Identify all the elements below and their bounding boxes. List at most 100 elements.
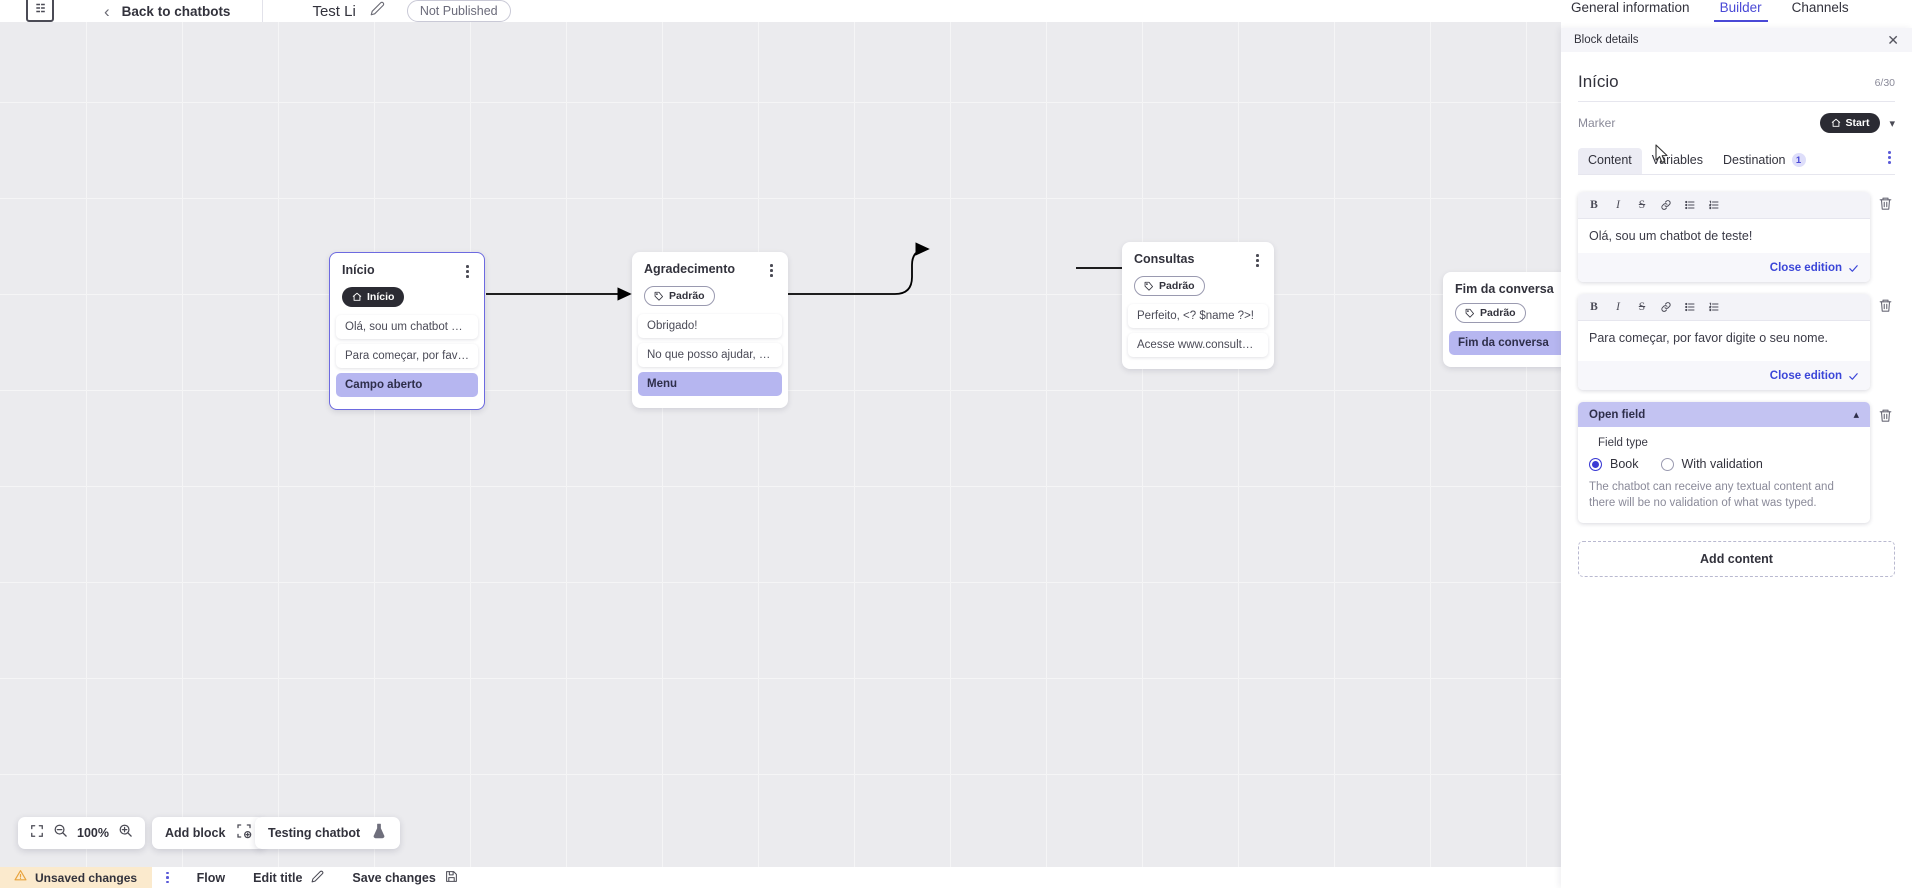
add-content-button[interactable]: Add content xyxy=(1578,541,1895,578)
back-chevron-icon[interactable]: ‹ xyxy=(104,1,110,21)
node-title: Consultas xyxy=(1134,252,1195,266)
status-bar: Unsaved changes Flow Edit title Save cha… xyxy=(0,867,1561,888)
zoom-in-icon[interactable] xyxy=(118,823,133,843)
node-row[interactable]: Obrigado! xyxy=(638,313,782,338)
tab-destination[interactable]: Destination 1 xyxy=(1713,148,1816,174)
add-block-icon xyxy=(236,823,252,844)
save-changes-button[interactable]: Save changes xyxy=(352,870,457,886)
node-tag-label: Início xyxy=(367,290,395,303)
node-row[interactable]: Perfeito, <? $name ?>! xyxy=(1128,303,1268,328)
close-edition-button[interactable]: Close edition xyxy=(1770,370,1859,382)
edit-title-pencil-icon[interactable] xyxy=(370,1,385,21)
radio-book[interactable] xyxy=(1589,457,1602,471)
node-tag-label: Padrão xyxy=(1159,279,1195,292)
content-block: B I S xyxy=(1578,294,1895,390)
strikethrough-icon[interactable]: S xyxy=(1638,199,1646,211)
node-tag-row: Início xyxy=(330,280,484,315)
delete-block-icon[interactable] xyxy=(1878,192,1895,216)
open-field-card: Open field ▴ Field type Book With valida… xyxy=(1578,402,1870,524)
italic-icon[interactable]: I xyxy=(1616,301,1620,313)
pencil-icon xyxy=(311,870,324,886)
close-icon[interactable]: ✕ xyxy=(1887,32,1899,48)
tab-variables[interactable]: Variables xyxy=(1642,148,1713,174)
tab-general-information[interactable]: General information xyxy=(1571,0,1690,15)
edit-title-button[interactable]: Edit title xyxy=(253,870,324,886)
flow-node-inicio[interactable]: Início Início Olá, sou um chatbot de tes… xyxy=(329,252,485,410)
open-field-block: Open field ▴ Field type Book With valida… xyxy=(1578,402,1895,524)
tab-channels[interactable]: Channels xyxy=(1791,0,1849,15)
block-details-panel: Block details ✕ Início 6/30 Marker Start… xyxy=(1561,28,1912,888)
chevron-down-icon[interactable]: ▾ xyxy=(1889,117,1895,130)
node-tag-row: Padrão xyxy=(632,279,788,314)
flow-node-fim-da-conversa[interactable]: Fim da conversa Padrão Fim da conversa xyxy=(1443,272,1561,367)
bold-icon[interactable]: B xyxy=(1590,301,1598,313)
node-menu-icon[interactable] xyxy=(1253,252,1262,269)
radio-with-validation[interactable] xyxy=(1660,457,1674,471)
node-row[interactable]: No que posso ajudar, <? $name ... xyxy=(638,342,782,367)
link-icon[interactable] xyxy=(1656,196,1676,214)
top-divider xyxy=(262,0,263,22)
app-logo-icon[interactable]: ☷ xyxy=(26,0,54,22)
flow-button[interactable]: Flow xyxy=(197,871,225,885)
italic-icon[interactable]: I xyxy=(1616,199,1620,211)
node-row[interactable]: Para começar, por favor digite o ... xyxy=(336,343,478,368)
flow-node-agradecimento[interactable]: Agradecimento Padrão Obrigado! No que po… xyxy=(632,252,788,408)
close-edition-button[interactable]: Close edition xyxy=(1770,262,1859,274)
tab-destination-label: Destination xyxy=(1722,153,1786,167)
delete-block-icon[interactable] xyxy=(1878,294,1895,318)
tab-destination-badge: 1 xyxy=(1791,153,1806,167)
add-block-button[interactable]: Add block xyxy=(152,817,266,849)
bot-title: Test Li xyxy=(312,2,356,20)
strikethrough-icon[interactable]: S xyxy=(1638,301,1646,313)
rte-footer: Close edition xyxy=(1578,361,1870,390)
node-header: Início xyxy=(330,253,484,280)
testing-chatbot-button[interactable]: Testing chatbot xyxy=(255,817,401,849)
flask-icon xyxy=(371,823,387,844)
rich-text-editor[interactable]: B I S xyxy=(1578,294,1870,390)
zoom-out-icon[interactable] xyxy=(53,823,68,843)
bullet-list-icon[interactable] xyxy=(1680,196,1700,214)
home-icon xyxy=(352,292,362,301)
open-field-header[interactable]: Open field ▴ xyxy=(1578,402,1870,427)
open-field-title: Open field xyxy=(1589,408,1646,421)
bullet-list-icon[interactable] xyxy=(1680,298,1700,316)
numbered-list-icon[interactable] xyxy=(1704,196,1724,214)
unsaved-changes-badge: Unsaved changes xyxy=(0,867,153,888)
rte-content[interactable]: Para começar, por favor digite o seu nom… xyxy=(1578,321,1870,361)
fit-screen-icon[interactable] xyxy=(30,824,44,843)
delete-open-field-icon[interactable] xyxy=(1878,402,1895,428)
bold-icon[interactable]: B xyxy=(1590,199,1598,211)
node-row[interactable]: Menu xyxy=(638,371,782,396)
flow-node-consultas[interactable]: Consultas Padrão Perfeito, <? $name ?>! … xyxy=(1122,242,1274,369)
node-row[interactable]: Fim da conversa xyxy=(1449,331,1561,355)
rich-text-editor[interactable]: B I S xyxy=(1578,192,1870,282)
add-content-label: Add content xyxy=(1700,552,1773,567)
node-menu-icon[interactable] xyxy=(767,262,776,279)
back-to-chatbots-link[interactable]: Back to chatbots xyxy=(121,3,231,19)
close-edition-label: Close edition xyxy=(1769,370,1842,382)
node-tag-default: Padrão xyxy=(1455,303,1526,323)
rte-footer: Close edition xyxy=(1578,253,1870,282)
chevron-up-icon[interactable]: ▴ xyxy=(1853,409,1859,421)
link-icon[interactable] xyxy=(1656,298,1676,316)
node-menu-icon[interactable] xyxy=(463,263,472,280)
content-blocks: B I S xyxy=(1578,175,1895,578)
rte-content[interactable]: Olá, sou um chatbot de teste! xyxy=(1578,219,1870,253)
numbered-list-icon[interactable] xyxy=(1704,298,1724,316)
node-row[interactable]: Acesse www.consultas.com par... xyxy=(1128,332,1268,357)
node-row[interactable]: Campo aberto xyxy=(336,372,478,397)
status-menu-icon[interactable] xyxy=(166,871,169,884)
node-row[interactable]: Olá, sou um chatbot de teste! xyxy=(336,314,478,339)
node-header: Consultas xyxy=(1122,242,1274,269)
marker-row: Marker Start ▾ xyxy=(1578,102,1895,139)
tab-content[interactable]: Content xyxy=(1578,148,1642,174)
flow-canvas[interactable]: Início Início Olá, sou um chatbot de tes… xyxy=(0,22,1561,867)
marker-select[interactable]: Start ▾ xyxy=(1819,113,1895,133)
node-tag-row: Padrão xyxy=(1443,296,1561,331)
open-field-description: The chatbot can receive any textual cont… xyxy=(1589,481,1834,509)
logo-glyph: ☷ xyxy=(35,2,46,15)
panel-more-menu-icon[interactable] xyxy=(1884,151,1895,170)
tab-builder[interactable]: Builder xyxy=(1713,0,1768,22)
block-title-row: Início 6/30 xyxy=(1578,52,1895,102)
add-block-label: Add block xyxy=(165,826,226,840)
